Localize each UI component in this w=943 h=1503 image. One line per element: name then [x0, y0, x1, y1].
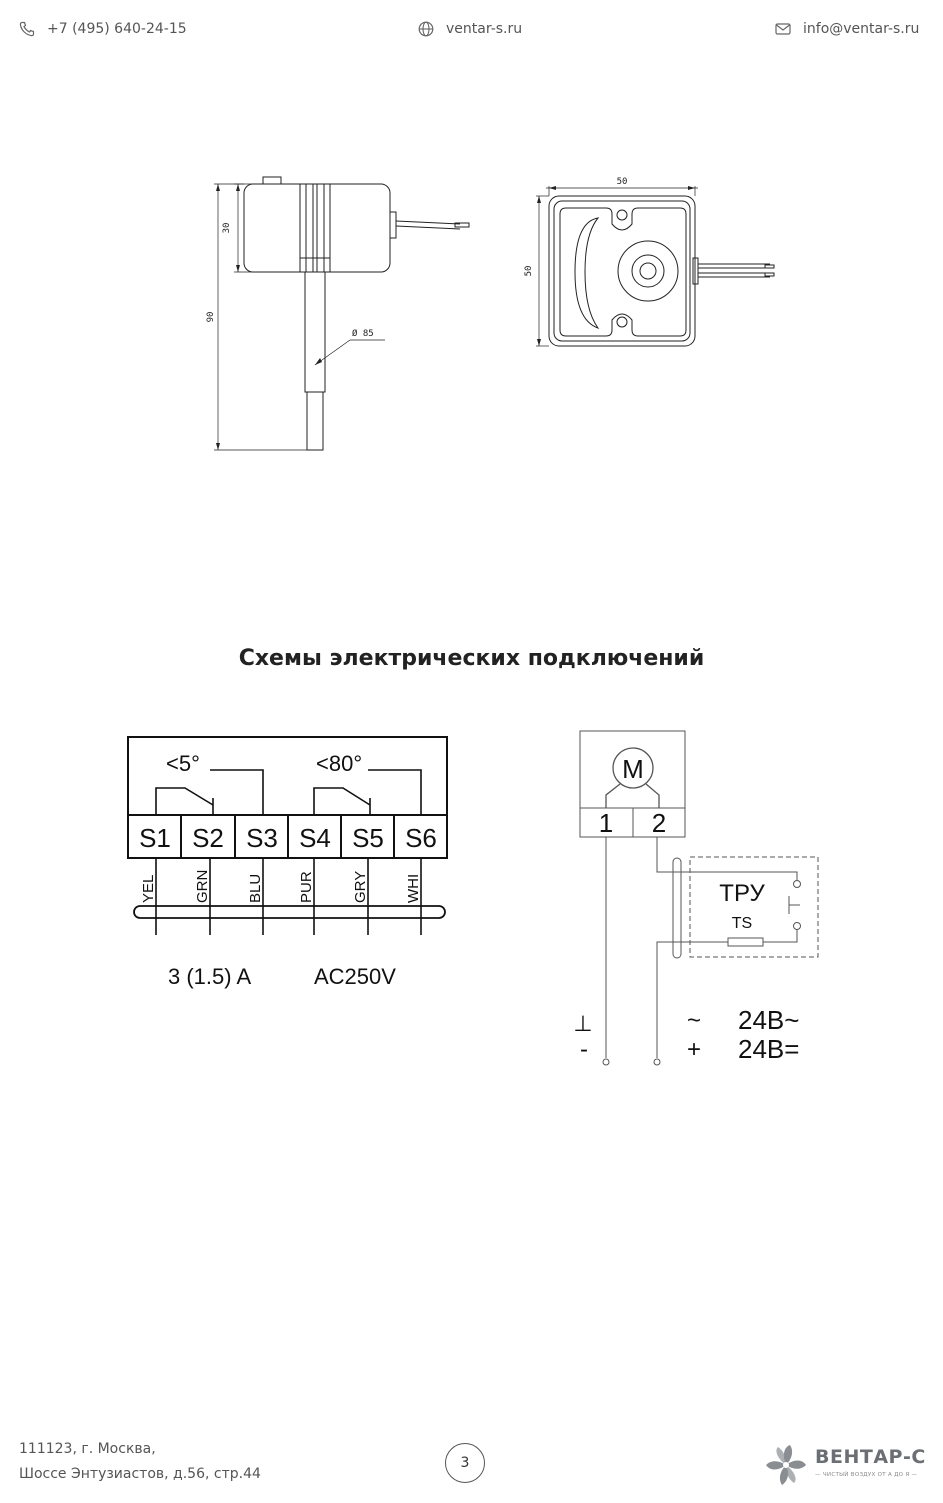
phone-text: +7 (495) 640-24-15 — [47, 21, 187, 37]
wire-grn: GRN — [194, 870, 211, 903]
plus-symbol: + — [687, 1036, 701, 1063]
tru-label: ТРУ — [719, 880, 765, 907]
wire-color-labels: YEL GRN BLU PUR GRY WHI — [140, 870, 422, 903]
temp-low-label: <5° — [166, 751, 200, 776]
ac-voltage: 24В~ — [738, 1005, 799, 1035]
ts-label: TS — [732, 915, 752, 932]
dim-height-top: 30 — [222, 223, 232, 234]
minus-symbol: - — [580, 1036, 588, 1063]
dc-voltage: 24В= — [738, 1034, 799, 1064]
terminal-s2: S2 — [192, 823, 224, 853]
dim-total-height: 90 — [206, 312, 216, 323]
address-line-2: Шоссе Энтузиастов, д.56, стр.44 — [19, 1466, 261, 1482]
page-number: 3 — [445, 1443, 485, 1483]
brand-tagline: — ЧИСТЫЙ ВОЗДУХ ОТ А ДО Я — — [815, 1472, 918, 1478]
terminal-s3: S3 — [246, 823, 278, 853]
terminal-s5: S5 — [352, 823, 384, 853]
dim-depth: 50 — [524, 266, 534, 277]
pin-1: 1 — [599, 808, 613, 838]
mail-icon — [775, 23, 791, 35]
terminal-s4: S4 — [299, 823, 331, 853]
motor-label: M — [622, 754, 644, 784]
current-rating: 3 (1.5) A — [168, 964, 251, 989]
site-text: ventar-s.ru — [446, 21, 523, 37]
wire-gry: GRY — [352, 871, 369, 903]
address-line-1: 111123, г. Москва, — [19, 1441, 156, 1457]
wire-whi: WHI — [405, 874, 422, 903]
header-phone[interactable]: +7 (495) 640-24-15 — [19, 18, 187, 40]
pin-2: 2 — [652, 808, 666, 838]
brand-logo-text: ВЕНТАР-С — [815, 1446, 926, 1468]
technical-drawing: 30 90 Ø 85 50 50 — [206, 176, 775, 451]
tilde-symbol: ~ — [687, 1007, 701, 1034]
terminal-labels: S1 S2 S3 S4 S5 S6 — [139, 823, 437, 853]
temp-high-label: <80° — [316, 751, 362, 776]
email-text: info@ventar-s.ru — [803, 21, 920, 37]
ground-symbol: ⊥ — [573, 1011, 592, 1036]
phone-icon — [19, 21, 35, 37]
terminal-s1: S1 — [139, 823, 171, 853]
brand-fan-icon — [766, 1445, 806, 1485]
wire-blu: BLU — [247, 874, 264, 903]
voltage-rating: AC250V — [314, 964, 396, 989]
wire-yel: YEL — [140, 875, 157, 903]
dim-diameter: Ø 85 — [352, 328, 374, 339]
terminal-s6: S6 — [405, 823, 437, 853]
header-site[interactable]: ventar-s.ru — [418, 18, 522, 40]
section-title: Схемы электрических подключений — [238, 646, 705, 671]
wire-pur: PUR — [298, 871, 315, 903]
dim-width: 50 — [617, 177, 628, 187]
globe-icon — [418, 21, 434, 37]
page-number-text: 3 — [460, 1455, 470, 1471]
header-email[interactable]: info@ventar-s.ru — [775, 18, 919, 40]
